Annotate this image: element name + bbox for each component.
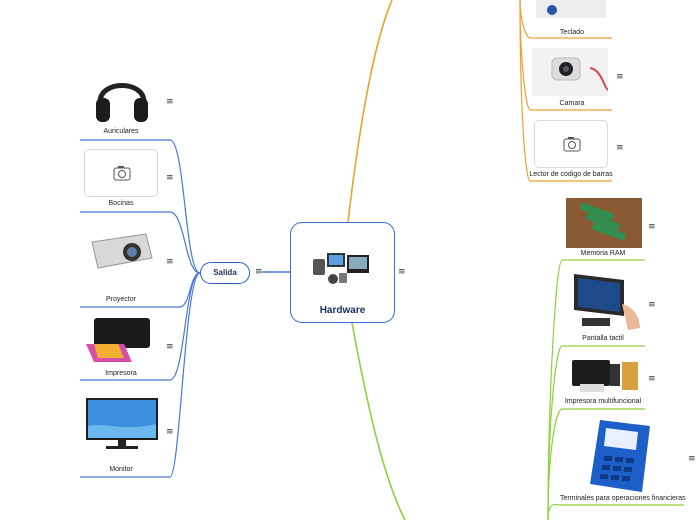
input-item-label: Lector de codigo de barras xyxy=(529,171,613,178)
central-node-hardware[interactable]: Hardware xyxy=(290,222,395,323)
headphones-icon xyxy=(96,83,148,122)
camera-placeholder-icon xyxy=(84,149,158,197)
output-item-label: Impresora xyxy=(105,370,137,377)
io-item-menu-icon[interactable]: ≡ xyxy=(648,374,656,384)
printer-icon xyxy=(86,318,150,362)
io-item-menu-icon[interactable]: ≡ xyxy=(688,454,696,464)
io-item-label: Terminales para operaciones financieras xyxy=(560,495,686,502)
output-item-label: Bocinas xyxy=(108,200,134,207)
ram-icon xyxy=(566,198,642,248)
monitor-icon xyxy=(86,398,158,449)
io-item-label: Impresora multifuncional xyxy=(564,398,642,405)
central-title: Hardware xyxy=(319,305,366,316)
input-item-label: Camara xyxy=(559,100,585,107)
output-item-menu-icon[interactable]: ≡ xyxy=(166,97,174,107)
webcam-icon xyxy=(532,48,608,96)
io-item-label: Memoria RAM xyxy=(580,250,626,257)
input-item-label: Teclado xyxy=(559,29,585,36)
output-item-menu-icon[interactable]: ≡ xyxy=(166,342,174,352)
input-item-menu-icon[interactable]: ≡ xyxy=(616,143,624,153)
keyboard-icon xyxy=(536,0,606,18)
payment-terminal-icon xyxy=(590,420,650,492)
output-item-menu-icon[interactable]: ≡ xyxy=(166,173,174,183)
io-item-menu-icon[interactable]: ≡ xyxy=(648,222,656,232)
projector-icon xyxy=(91,233,153,269)
touchscreen-icon xyxy=(574,274,640,330)
output-branch-node[interactable]: Salida xyxy=(200,262,250,284)
io-item-menu-icon[interactable]: ≡ xyxy=(648,300,656,310)
output-item-label: Proyector xyxy=(106,296,136,303)
input-item-menu-icon[interactable]: ≡ xyxy=(616,72,624,82)
connector-input xyxy=(347,0,393,223)
connector-io xyxy=(351,322,406,520)
multifunction-printer-icon xyxy=(572,360,638,392)
central-menu-icon[interactable]: ≡ xyxy=(398,267,406,277)
output-item-label: Auriculares xyxy=(103,128,139,135)
output-item-menu-icon[interactable]: ≡ xyxy=(166,427,174,437)
camera-placeholder-icon xyxy=(534,120,608,168)
io-item-label: Pantalla tactil xyxy=(582,335,624,342)
output-item-label: Monitor xyxy=(109,466,133,473)
output-menu-icon[interactable]: ≡ xyxy=(255,267,263,277)
hardware-devices-icon xyxy=(313,253,369,284)
output-item-menu-icon[interactable]: ≡ xyxy=(166,257,174,267)
